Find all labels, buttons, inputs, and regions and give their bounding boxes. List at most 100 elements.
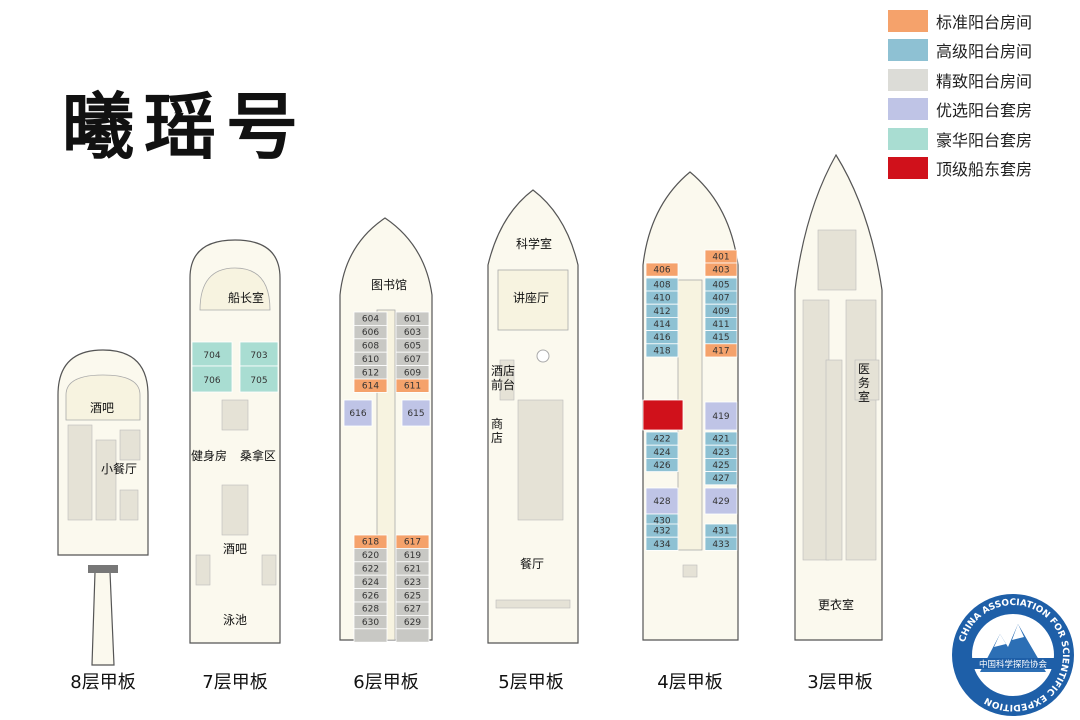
room-label: 414	[653, 320, 670, 330]
room-label: 623	[404, 578, 421, 588]
deck-3-room	[854, 359, 880, 401]
room-label: 604	[362, 315, 379, 325]
deck-8-bar-label: 酒吧	[90, 401, 114, 415]
room-629: 629	[395, 615, 430, 630]
deck-4-label: 4层甲板	[657, 672, 723, 693]
logo-center-text: 中国科学探险协会	[979, 659, 1048, 670]
room-fill	[704, 471, 738, 486]
room-411: 411	[704, 316, 738, 331]
deck-3-medical-label: 医	[858, 362, 870, 376]
room-label: 617	[404, 538, 421, 548]
room-617: 617	[395, 534, 430, 549]
room-label: 418	[653, 346, 670, 356]
room-624: 624	[353, 574, 388, 590]
deck-3-room	[825, 359, 843, 561]
room-fill	[704, 401, 738, 431]
room-fill	[645, 536, 679, 551]
room-label: 409	[712, 307, 729, 317]
deck-5-restaurant-label: 餐厅	[520, 556, 544, 571]
room-416: 416	[645, 330, 679, 345]
deck-8-room	[95, 439, 117, 521]
room-434: 434	[645, 536, 679, 551]
room-label: 419	[712, 412, 729, 422]
room-630: 630	[353, 615, 388, 630]
room-label: 407	[712, 294, 729, 304]
room-label: 610	[362, 355, 379, 365]
room-418: 418	[645, 343, 679, 358]
room-428: 428	[645, 487, 679, 515]
room-label: 616	[349, 409, 366, 419]
legend-item: 精致阳台房间	[888, 65, 1068, 95]
room-605: 605	[395, 338, 430, 353]
room-421: 421	[704, 431, 738, 446]
room-label: 408	[653, 281, 670, 291]
room-623: 623	[395, 574, 430, 590]
room-fill	[645, 262, 679, 277]
deck-3-room	[802, 299, 830, 561]
room-label: 629	[404, 618, 421, 628]
room-label: 622	[362, 565, 379, 575]
room-614: 614	[353, 378, 388, 393]
room-label: 704	[203, 351, 220, 361]
room-fill	[704, 343, 738, 358]
room-label: 624	[362, 578, 379, 588]
deck-5-shop-label: 商	[491, 416, 503, 431]
legend-item: 优选阳台套房	[888, 95, 1068, 125]
room-fill	[343, 399, 373, 427]
room-622: 622	[353, 561, 388, 576]
legend-swatch	[888, 39, 928, 62]
room-fill	[642, 399, 684, 431]
room-625: 625	[395, 588, 430, 603]
room-615: 615	[401, 399, 431, 427]
deck-7-label: 7层甲板	[202, 672, 268, 693]
deck-7-captain-label: 船长室	[228, 290, 264, 305]
room-422: 422	[645, 431, 679, 446]
deck-5-room	[499, 359, 515, 401]
room-fill	[401, 399, 431, 427]
room-431: 431	[704, 523, 738, 538]
room-618: 618	[353, 534, 388, 549]
legend-swatch	[888, 157, 928, 180]
logo-banner	[972, 658, 1054, 669]
room-label: 612	[362, 368, 379, 378]
room-619: 619	[395, 548, 430, 563]
room-601: 601	[395, 311, 430, 326]
room-425: 425	[704, 457, 738, 472]
room-424: 424	[645, 444, 679, 459]
room-426: 426	[645, 457, 679, 472]
legend-item: 高级阳台房间	[888, 36, 1068, 66]
room-label: 706	[203, 376, 220, 386]
room-403: 403	[704, 262, 738, 277]
deck-8-room	[119, 429, 141, 461]
deck-5-lecture-label: 讲座厅	[513, 290, 549, 305]
room-label: 416	[653, 333, 670, 343]
room-417: 417	[704, 343, 738, 358]
room-label: 405	[712, 281, 729, 291]
deck-7-sauna-label: 桑拿区	[240, 448, 276, 463]
room-label: 603	[404, 328, 421, 338]
deck-5-science-label: 科学室	[516, 236, 552, 251]
deck-3-room	[817, 229, 857, 291]
deck-7-gym-label: 健身房	[191, 448, 227, 463]
legend-item: 标准阳台房间	[888, 6, 1068, 36]
room-604: 604	[353, 311, 388, 326]
room-label: 424	[653, 448, 670, 458]
room-label: 611	[404, 382, 421, 392]
room-label: 417	[712, 346, 729, 356]
deck-5-room	[517, 399, 564, 521]
room-609: 609	[395, 365, 430, 380]
room-414: 414	[645, 316, 679, 331]
legend-swatch	[888, 9, 928, 32]
room-fill	[353, 378, 388, 393]
room-undefined	[395, 628, 430, 643]
legend-item: 豪华阳台套房	[888, 124, 1068, 154]
deck-7-bar-label: 酒吧	[223, 542, 247, 556]
room-427: 427	[704, 471, 738, 486]
deck-8-room	[119, 489, 139, 521]
room-label: 427	[712, 474, 729, 484]
room-undefined	[353, 628, 388, 643]
room-406: 406	[645, 262, 679, 277]
room-label: 615	[407, 409, 424, 419]
room-label: 609	[404, 368, 421, 378]
